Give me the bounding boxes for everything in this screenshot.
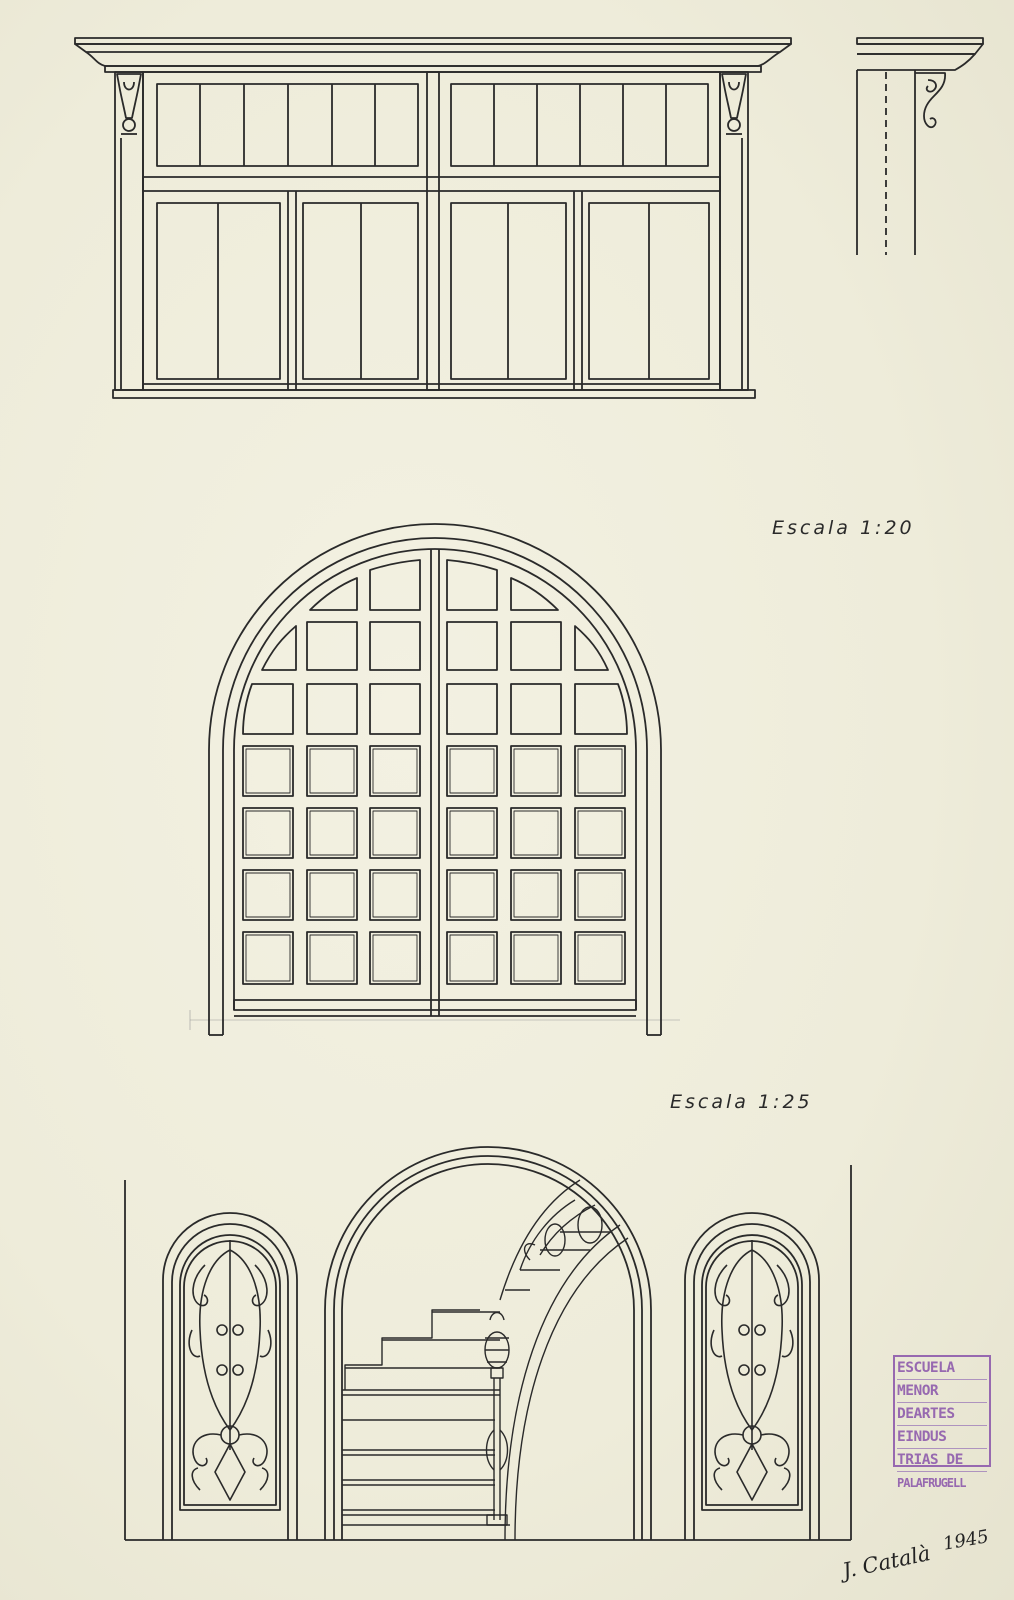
stamp-line: MENOR bbox=[897, 1380, 987, 1403]
staircase bbox=[342, 1179, 629, 1541]
central-archway bbox=[324, 1146, 652, 1540]
wrought-iron-grille-left bbox=[188, 1240, 272, 1501]
wrought-iron-grille-right bbox=[710, 1240, 794, 1501]
stamp-line: DEARTES bbox=[897, 1403, 987, 1426]
scale-label-upper: Escala 1:20 bbox=[772, 517, 915, 539]
stamp-line: TRIAS DE bbox=[897, 1449, 987, 1472]
scale-label-lower: Escala 1:25 bbox=[670, 1091, 813, 1113]
window-right bbox=[684, 1212, 820, 1540]
school-stamp: ESCUELA MENOR DEARTES EINDUS TRIAS DE PA… bbox=[893, 1355, 991, 1490]
stamp-line: EINDUS bbox=[897, 1426, 987, 1449]
stamp-line: ESCUELA bbox=[897, 1357, 987, 1380]
scroll-bracket-icon bbox=[915, 72, 946, 129]
bracket-right bbox=[721, 73, 747, 135]
bracket-left bbox=[116, 73, 142, 135]
stamp-line: PALAFRUGELL bbox=[897, 1476, 966, 1490]
storefront-elevation bbox=[74, 37, 792, 399]
door-panels bbox=[242, 559, 628, 985]
cornice-section-detail bbox=[856, 37, 984, 255]
arched-door-elevation bbox=[189, 523, 680, 1036]
vestibule-elevation bbox=[124, 1146, 852, 1541]
newel-post bbox=[484, 1311, 510, 1526]
window-left bbox=[162, 1212, 298, 1540]
